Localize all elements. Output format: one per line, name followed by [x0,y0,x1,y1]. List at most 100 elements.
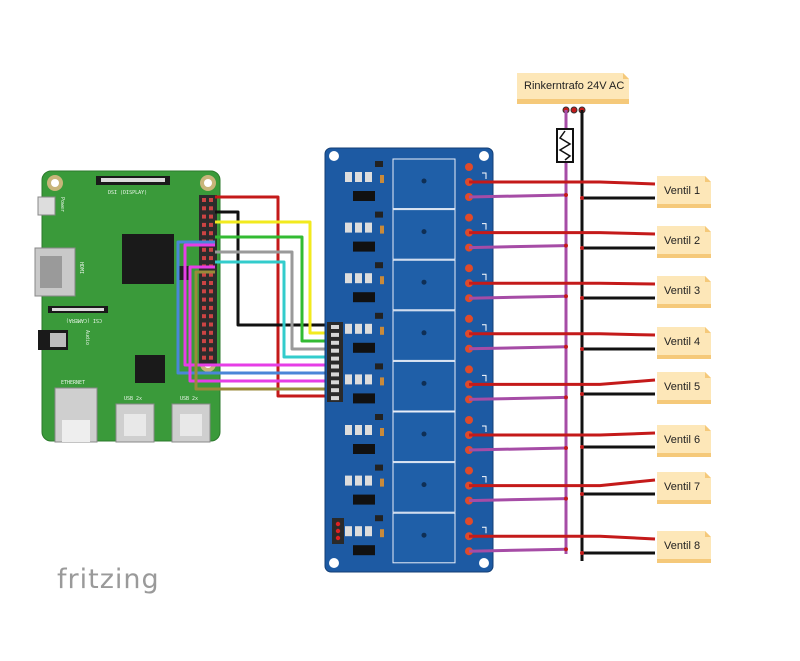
audio-label: Audio [84,330,90,345]
optocoupler [353,342,375,353]
raspberry-pi-board: DSI (DISPLAY) Power HDMI CSI (CAMERA) Au… [34,170,221,443]
junction [564,193,568,197]
gpio-pin [209,355,213,360]
gpio-pin [202,247,206,252]
valve-label: Ventil 6 [664,434,700,446]
fuse [556,128,574,163]
gpio-pin [202,272,206,277]
gpio-pin [202,206,206,211]
relay-module [392,411,456,463]
bus-wires [564,110,584,561]
terminal-no [465,314,473,323]
terminal-mark [482,425,487,432]
relay-input-pin [331,332,339,337]
relay-channel [345,310,487,361]
gpio-pin [202,256,206,261]
resistor [380,377,384,386]
wire-valve-red [469,431,656,437]
relay-module [392,209,456,260]
valve-note-shadow [657,453,711,457]
smd-part [365,374,372,385]
wire-green [215,235,340,343]
optocoupler [353,292,375,303]
wire-valve-red [469,378,656,386]
smd-part [345,475,352,486]
led [375,262,383,269]
valve-connection: Ventil 8 [468,531,711,563]
led [375,312,383,319]
smd-part [365,475,372,486]
smd-part [365,425,372,435]
smd-part [345,323,352,334]
smd-part [345,222,352,233]
wire-valve-red [469,231,656,236]
terminal-no [465,517,473,526]
terminal-mark [482,324,487,331]
wire-blue [176,240,340,375]
wire-gnd-black [215,210,340,327]
led [375,161,383,167]
relay-coil-dot [421,431,427,437]
junction [564,496,568,501]
wire-relay-purple [468,547,567,553]
valve-connection: Ventil 2 [468,226,711,258]
terminal-mark [482,273,487,281]
gpio-pin [209,330,213,335]
terminal-no [465,466,473,475]
relay-input-pin [331,340,339,345]
gpio-header [199,195,217,365]
terminal-no [465,264,473,273]
wire-valve-red [469,478,656,488]
smd-part [365,323,372,334]
relay-module [392,259,456,311]
relay-module [392,512,456,564]
smd-part [355,526,362,537]
wire-relay-purple [468,395,567,401]
valve-note-shadow [657,500,711,504]
relay-coil-dot [421,482,427,488]
valve-note-shadow [657,400,711,404]
relay-input-pin [331,388,339,393]
led [375,414,383,420]
valve-note-corner [705,425,711,431]
terminal-no [465,416,473,424]
power-label: Power [59,197,65,212]
gpio-pin [209,256,213,261]
junction [564,446,568,450]
wire-relay-purple [468,193,567,199]
valve-note [657,176,711,204]
smd-part [345,425,352,435]
led [375,211,383,218]
wire-relay-purple [468,244,567,250]
smd-part [355,222,362,233]
wire-olive [194,270,340,391]
resistor [380,175,384,183]
wire-magenta [183,243,340,367]
fritzing-logo: fritzing [57,564,160,595]
smd-part [355,425,362,435]
terminal-no [465,365,473,374]
ethernet-label: ETHERNET [61,380,85,386]
smd-part [355,374,362,385]
gpio-pin [202,305,206,310]
relay-input-pin [331,372,339,377]
transformer-label: Rinkerntrafo 24V AC [524,80,624,92]
optocoupler [353,241,375,252]
valve-label: Ventil 8 [664,540,700,552]
valve-connection: Ventil 1 [468,176,711,208]
terminal-mark [482,172,487,179]
smd-part [345,374,352,385]
resistor [380,529,384,538]
junction [564,294,568,299]
valve-note-corner [705,472,711,478]
valve-connection: Ventil 3 [468,276,711,308]
smd-part [365,222,372,233]
relay-channel [345,411,487,463]
relay-channel [345,512,487,564]
relay-coil-dot [421,330,427,336]
wire-valve-red [469,281,656,286]
gpio-pin [202,347,206,352]
smd-part [365,273,372,284]
terminal-no [465,213,473,222]
gpio-pin [209,247,213,252]
